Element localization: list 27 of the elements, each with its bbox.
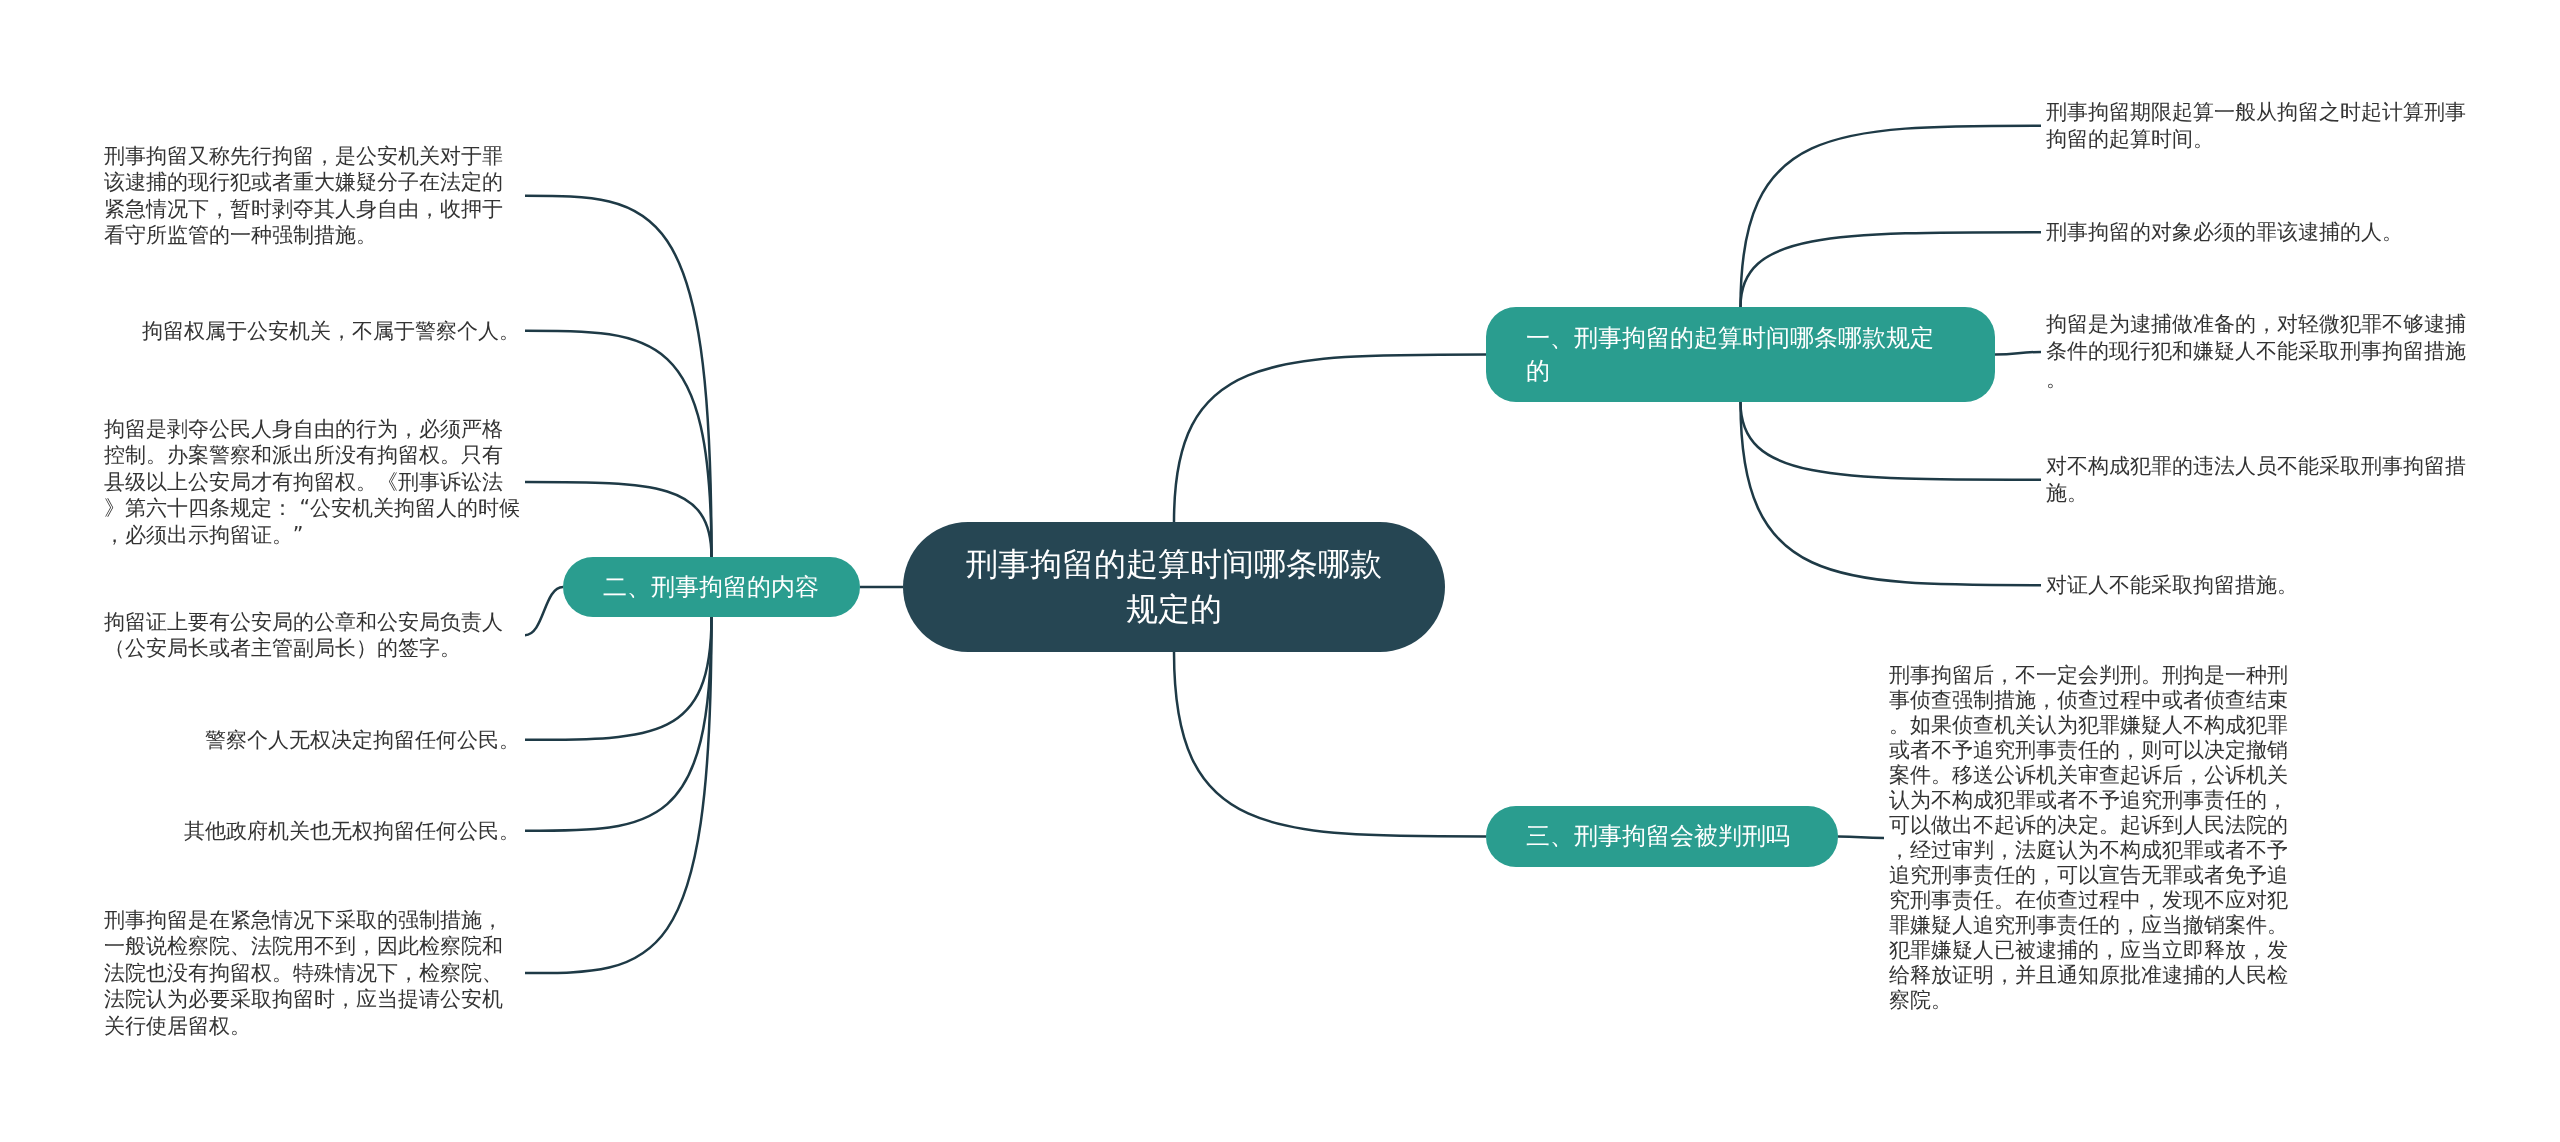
note-text: 其他政府机关也无权拘留任何公民。: [184, 817, 520, 845]
note-text: 对证人不能采取拘留措施。: [2046, 571, 2298, 599]
note-text: 刑事拘留后，不一定会判刑。刑拘是一种刑事侦查强制措施，侦查过程中或者侦查结束。如果侦查机关认为犯罪嫌疑人不构成犯罪或者不予追究刑事责任的，则可以决定撤销案件。移送公诉机关审查起诉后，公诉机关认为不构成犯罪或者不予追究刑事责任的，可以做出不起诉的决定。起诉到人民法院的，经过审判，法庭认为不构成犯罪或者不予追究刑事责任的，可以宣告无罪或者免予追究刑事责任。在侦查过程中，发现不应对犯罪嫌疑人追究刑事责任的，应当撤销案件。犯罪嫌疑人已被逮捕的，应当立即释放，发给释放证明，并且通知原批准逮捕的人民检察院。: [1889, 663, 2306, 1013]
connector: [1172, 353, 1486, 523]
topic-pill: 二、刑事拘留的内容: [563, 557, 860, 617]
topic-pill: 一、刑事拘留的起算时间哪条哪款规定的: [1486, 307, 1995, 402]
note-text: 刑事拘留的对象必须的罪该逮捕的人。: [2046, 218, 2403, 246]
note-text: 刑事拘留又称先行拘留，是公安机关对于罪该逮捕的现行犯或者重大嫌疑分子在法定的紧急情况下，暂时剥夺其人身自由，收押于看守所监管的一种强制措施。: [103, 142, 520, 250]
note-text: 拘留证上要有公安局的公章和公安局负责人（公安局长或者主管副局长）的签字。: [103, 608, 520, 662]
connector: [1838, 835, 1884, 840]
connector: [1739, 230, 2041, 308]
note-text: 刑事拘留期限起算一般从拘留之时起计算刑事拘留的起算时间。: [2046, 98, 2475, 154]
note-text: 对不构成犯罪的违法人员不能采取刑事拘留措施。: [2046, 452, 2475, 508]
connector: [860, 585, 903, 589]
connector: [525, 480, 713, 558]
note-text: 拘留权属于公安机关，不属于警察个人。: [142, 317, 520, 345]
topic-pill: 三、刑事拘留会被判刑吗: [1486, 806, 1838, 867]
connector: [1995, 350, 2041, 356]
central-topic: 刑事拘留的起算时间哪条哪款规定的: [903, 522, 1445, 652]
connector: [1739, 401, 2041, 587]
note-text: 警察个人无权决定拘留任何公民。: [205, 726, 520, 754]
note-text: 拘留是为逮捕做准备的，对轻微犯罪不够逮捕条件的现行犯和嫌疑人不能采取刑事拘留措施。: [2046, 311, 2475, 393]
connector: [525, 617, 713, 975]
note-text: 刑事拘留是在紧急情况下采取的强制措施，一般说检察院、法院用不到，因此检察院和法院也没有拘留权。特殊情况下，检察院、法院认为必要采取拘留时，应当提请公安机关行使居留权。: [103, 906, 520, 1040]
connector: [1172, 651, 1486, 838]
connector: [524, 585, 564, 637]
note-text: 拘留是剥夺公民人身自由的行为，必须严格控制。办案警察和派出所没有拘留权。只有县级以上公安局才有拘留权。《刑事诉讼法》第六十四条规定： “公安机关拘留人的时候，必须出示拘留证。”: [103, 415, 520, 549]
